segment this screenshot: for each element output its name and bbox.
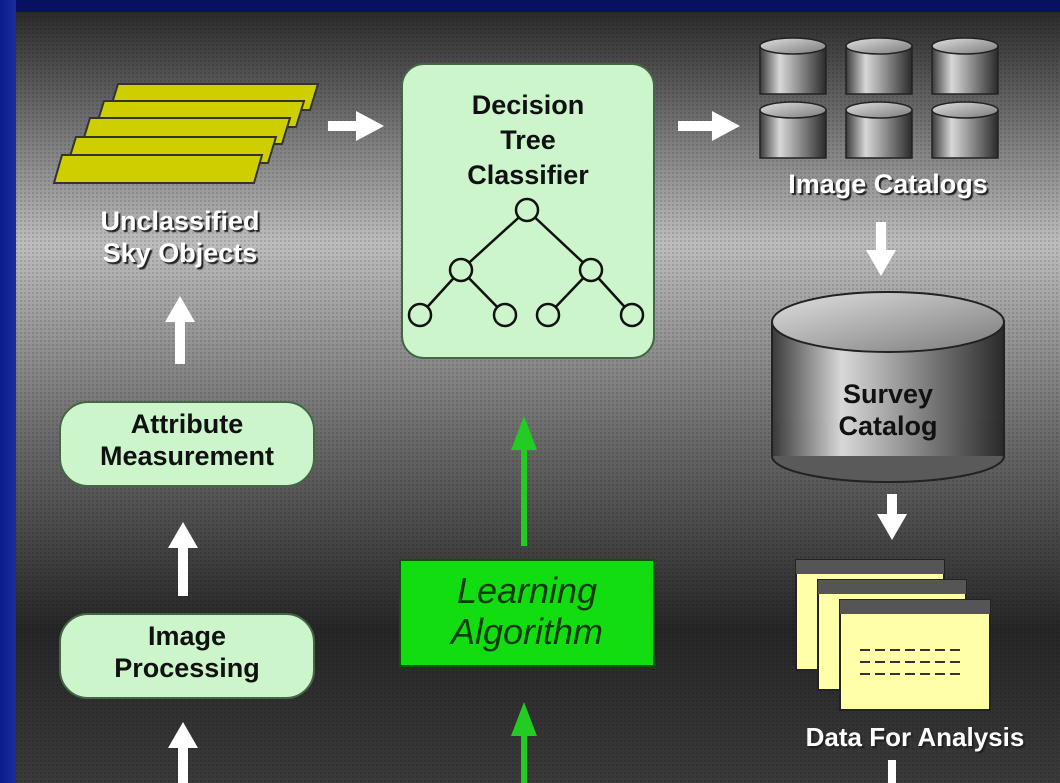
- processing-label-line2: Processing: [114, 653, 260, 684]
- processing-label: Image Processing: [60, 620, 314, 685]
- arrow-classifier-to-catalogs: [678, 111, 740, 141]
- sky-objects-stack: [52, 83, 320, 184]
- decision-tree-icon: [407, 197, 645, 328]
- arrow-survey-to-data: [877, 494, 907, 540]
- unclassified-label-line1: Unclassified: [100, 206, 260, 236]
- classifier-label-line3: Classifier: [467, 160, 589, 191]
- learning-label: Learning Algorithm: [400, 570, 654, 653]
- data-analysis-label: Data For Analysis: [805, 722, 1025, 752]
- learning-label-line1: Learning: [456, 570, 598, 611]
- survey-catalog-label: Survey Catalog: [772, 378, 1004, 443]
- data-output-line: [888, 760, 896, 783]
- left-frame-edge: [0, 0, 16, 783]
- survey-catalog-label-line1: Survey: [842, 379, 934, 409]
- attribute-label: Attribute Measurement: [60, 408, 314, 473]
- learning-box: [399, 559, 655, 667]
- learning-label-line2: Algorithm: [450, 611, 604, 653]
- catalog-cylinder: [931, 37, 999, 95]
- image-catalogs-icon: [759, 37, 999, 159]
- arrow-learning-to-classifier: [511, 416, 537, 546]
- documents-icon: [795, 559, 991, 711]
- catalog-cylinder: [931, 101, 999, 159]
- attribute-label-line1: Attribute: [130, 409, 244, 439]
- catalog-cylinder: [759, 37, 827, 95]
- survey-catalog-cylinder: [771, 291, 1005, 483]
- arrow-input-to-processing: [168, 722, 198, 783]
- catalog-cylinder: [845, 101, 913, 159]
- arrow-processing-to-attribute: [168, 522, 198, 596]
- classifier-label-line2: Tree: [500, 125, 556, 156]
- processing-box: [59, 613, 315, 699]
- classifier-label-line1: Decision: [471, 90, 585, 120]
- processing-label-line1: Image: [147, 621, 227, 651]
- survey-catalog-label-line2: Catalog: [838, 411, 938, 442]
- arrow-sky-to-classifier: [328, 111, 384, 141]
- unclassified-label-line2: Sky Objects: [102, 238, 258, 269]
- image-catalogs-label: Image Catalogs: [788, 169, 988, 199]
- arrow-input-to-learning: [511, 702, 537, 783]
- arrow-attribute-to-sky: [165, 296, 195, 364]
- catalog-cylinder: [759, 101, 827, 159]
- arrow-catalogs-to-survey: [866, 222, 896, 276]
- catalog-cylinder: [845, 37, 913, 95]
- unclassified-label: Unclassified Sky Objects: [40, 205, 320, 270]
- attribute-box: [59, 401, 315, 487]
- classifier-label: Decision Tree Classifier: [402, 88, 654, 193]
- attribute-label-line2: Measurement: [99, 441, 275, 472]
